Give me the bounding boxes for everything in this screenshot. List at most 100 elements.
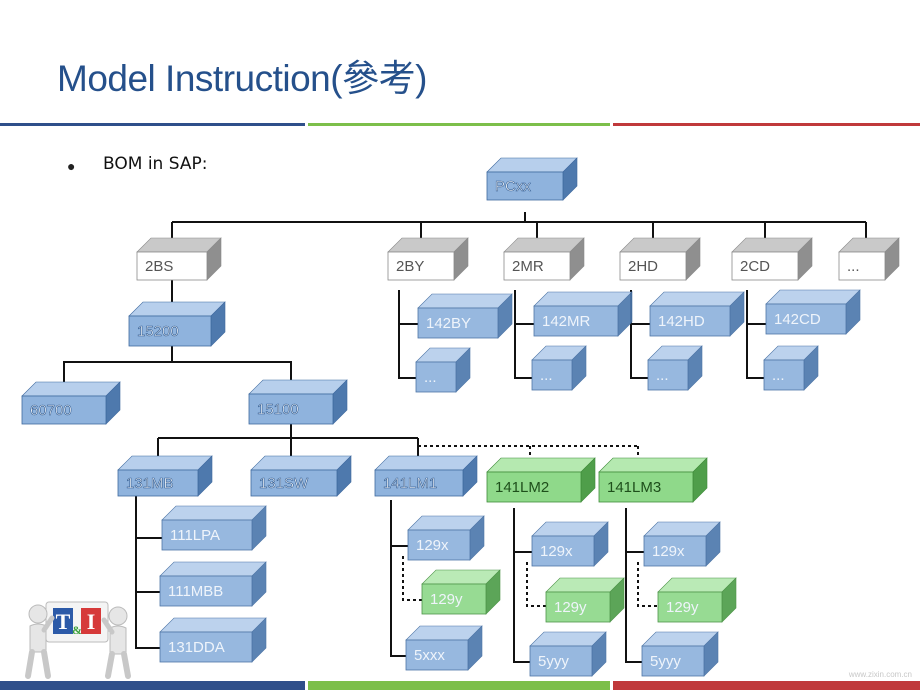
node-label: 111MBB [168, 583, 223, 600]
node-front-face [619, 251, 687, 281]
node-label: 5yyy [538, 653, 569, 670]
node-front-face [161, 519, 253, 551]
node-top-face [159, 561, 267, 577]
node-front-face [136, 251, 208, 281]
node-label: 2BY [396, 258, 424, 275]
node-front-face [486, 171, 564, 201]
bom-node-2cd: 2CD [731, 237, 813, 281]
node-label: 5xxx [414, 647, 445, 664]
bom-node-5yyy_3: 5yyy [641, 631, 719, 677]
node-label: ... [540, 367, 553, 384]
node-top-face [374, 455, 478, 471]
node-front-face [531, 535, 595, 567]
node-label: 129x [652, 543, 685, 560]
bom-node-142cd_sub: ... [763, 345, 819, 391]
node-label: 15100 [257, 401, 299, 418]
node-top-face [533, 291, 633, 307]
bom-node-142by_sub: ... [415, 347, 471, 393]
connector-131mb-children [135, 496, 160, 649]
bom-node-129y_1: 129y [421, 569, 501, 615]
node-front-face [529, 645, 593, 677]
node-label: 15200 [137, 323, 179, 340]
node-label: ... [847, 258, 860, 275]
node-front-face [531, 359, 573, 391]
bom-node-141lm2: 141LM2 [486, 457, 596, 503]
bom-node-131mb: 131MB [117, 455, 213, 497]
node-front-face [763, 359, 805, 391]
bom-node-15200: 15200 [128, 301, 226, 347]
bom-node-129x_1: 129x [407, 515, 485, 561]
connector-15200-15100 [172, 361, 292, 380]
node-front-face [417, 307, 499, 339]
connector-141lm3-children [625, 508, 642, 663]
node-label: 142MR [542, 313, 591, 330]
connector-141lm1-dotted [402, 556, 422, 601]
node-front-face [731, 251, 799, 281]
node-top-face [128, 301, 226, 317]
node-label: 129y [554, 599, 587, 616]
node-front-face [838, 251, 886, 281]
node-label: PCxx [495, 178, 531, 195]
watermark-text: www.zixin.com.cn [848, 670, 912, 679]
node-label: 129x [416, 537, 449, 554]
bom-node-129y_3: 129y [657, 577, 737, 623]
bom-node-129x_2: 129x [531, 521, 609, 567]
node-label: 142HD [658, 313, 705, 330]
node-top-face [250, 455, 352, 471]
node-front-face [641, 645, 705, 677]
logo-letter-t: T [56, 609, 71, 634]
node-front-face [643, 535, 707, 567]
page-title: Model Instruction(參考) [57, 58, 427, 99]
node-label: 141LM3 [607, 479, 661, 496]
node-label: 131DDA [168, 639, 225, 656]
node-label: ... [656, 367, 669, 384]
bullet-marker: ● [67, 158, 76, 174]
connector-sub-branch [746, 290, 764, 379]
bom-node-142hd: 142HD [649, 291, 745, 337]
node-label: 5yyy [650, 653, 681, 670]
bom-node-142cd: 142CD [765, 289, 861, 335]
ti-logo: T & I [18, 592, 138, 685]
connector-15200-60700 [63, 346, 173, 382]
node-front-face [405, 639, 469, 671]
bom-node-129x_3: 129x [643, 521, 721, 567]
footer-bar-red [613, 681, 920, 690]
footer-bar-blue [0, 681, 305, 690]
tree-connectors [63, 212, 867, 663]
node-front-face [503, 251, 571, 281]
node-front-face [117, 469, 199, 497]
node-label: ... [424, 369, 437, 386]
node-label: 142BY [426, 315, 471, 332]
node-top-face [765, 289, 861, 305]
node-front-face [250, 469, 338, 497]
bom-node-2mr: 2MR [503, 237, 585, 281]
node-front-face [647, 359, 689, 391]
connector-sub-branch [514, 290, 532, 379]
node-front-face [533, 305, 619, 337]
connector-sub-branch [630, 290, 648, 379]
node-top-face [117, 455, 213, 471]
footer-bar-green [308, 681, 610, 690]
bom-node-131sw: 131SW [250, 455, 352, 497]
node-front-face [374, 469, 464, 497]
bom-node-2bs: 2BS [136, 237, 222, 281]
node-top-face [598, 457, 708, 473]
bom-node-2by: 2BY [387, 237, 469, 281]
node-top-face [486, 457, 596, 473]
node-front-face [128, 315, 212, 347]
bom-node-60700: 60700 [21, 381, 121, 425]
bom-node-131dda: 131DDA [159, 617, 267, 663]
node-front-face [657, 591, 723, 623]
node-top-face [486, 157, 578, 173]
node-front-face [159, 575, 253, 607]
title-rule-blue [0, 123, 305, 126]
node-top-face [21, 381, 121, 397]
node-top-face [649, 291, 745, 307]
node-front-face [545, 591, 611, 623]
node-front-face [598, 471, 694, 503]
title-rule-red [613, 123, 920, 126]
node-label: ... [772, 367, 785, 384]
node-label: 129y [430, 591, 463, 608]
